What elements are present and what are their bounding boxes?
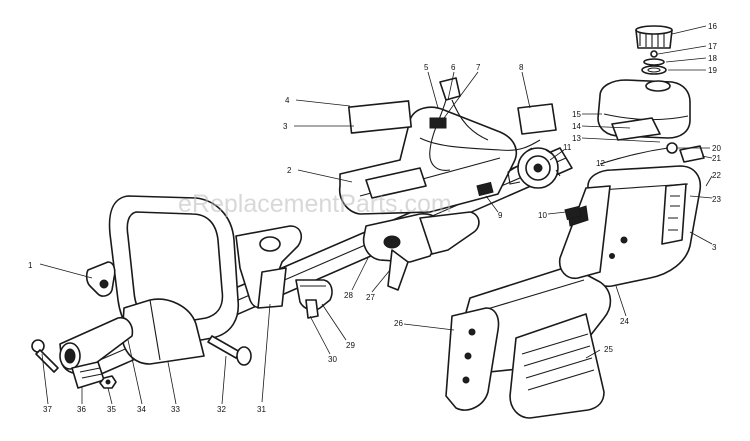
callout-27: 27: [366, 293, 375, 302]
callout-4: 4: [285, 96, 290, 105]
starter-assembly: [507, 147, 561, 189]
callout-15: 15: [572, 110, 581, 119]
callout-31: 31: [257, 405, 266, 414]
callout-36: 36: [77, 405, 86, 414]
callout-20: 20: [712, 144, 721, 153]
callout-18: 18: [708, 54, 717, 63]
callout-2: 2: [287, 166, 292, 175]
callout-10: 10: [538, 211, 547, 220]
callout-33: 33: [171, 405, 180, 414]
callout-9: 9: [498, 211, 503, 220]
callout-28: 28: [344, 291, 353, 300]
callout-12: 12: [596, 159, 605, 168]
engine-shroud: [583, 165, 702, 287]
screw-37: [31, 339, 59, 373]
adjustment-knob: [85, 261, 116, 297]
leader-lines: [39, 25, 713, 405]
callout-32: 32: [217, 405, 226, 414]
callout-14: 14: [572, 122, 581, 131]
loop-handle: [108, 195, 240, 365]
callout-6: 6: [451, 63, 456, 72]
callout-37: 37: [43, 405, 52, 414]
small-parts: [476, 181, 582, 221]
fuel-line: [599, 117, 705, 165]
fuel-cap: [635, 25, 673, 49]
callout-29: 29: [346, 341, 355, 350]
callout-11: 11: [563, 143, 572, 152]
callout-24: 24: [620, 317, 629, 326]
callout-1: 1: [28, 261, 33, 270]
callout-19: 19: [708, 66, 717, 75]
callout-13: 13: [572, 134, 581, 143]
callout-34: 34: [137, 405, 146, 414]
upper-housing: [338, 100, 557, 215]
callout-labels: 1 2 3 3 4 5 6 7 8 9 10 11 12 13 14 15 16…: [28, 22, 721, 414]
callout-30: 30: [328, 355, 337, 364]
trigger-switch: [295, 279, 333, 319]
callout-23: 23: [712, 195, 721, 204]
callout-26: 26: [394, 319, 403, 328]
callout-5: 5: [424, 63, 429, 72]
shaft-clamp-bracket: [235, 225, 303, 309]
callout-21: 21: [712, 154, 721, 163]
callout-7: 7: [476, 63, 481, 72]
rear-handle-housing: [445, 265, 612, 419]
nut-35: [99, 375, 117, 389]
bolt-32: [207, 335, 252, 366]
callout-25: 25: [604, 345, 613, 354]
callout-8: 8: [519, 63, 524, 72]
callout-17: 17: [708, 42, 717, 51]
callout-16: 16: [708, 22, 717, 31]
callout-3: 3: [283, 122, 288, 131]
callout-3: 3: [712, 243, 717, 252]
callout-35: 35: [107, 405, 116, 414]
watermark-text: eReplacementParts.com: [178, 190, 452, 218]
throttle-housing: [362, 211, 480, 291]
callout-22: 22: [712, 171, 721, 180]
cap-gaskets: [641, 50, 667, 75]
front-coupler: [59, 316, 134, 389]
